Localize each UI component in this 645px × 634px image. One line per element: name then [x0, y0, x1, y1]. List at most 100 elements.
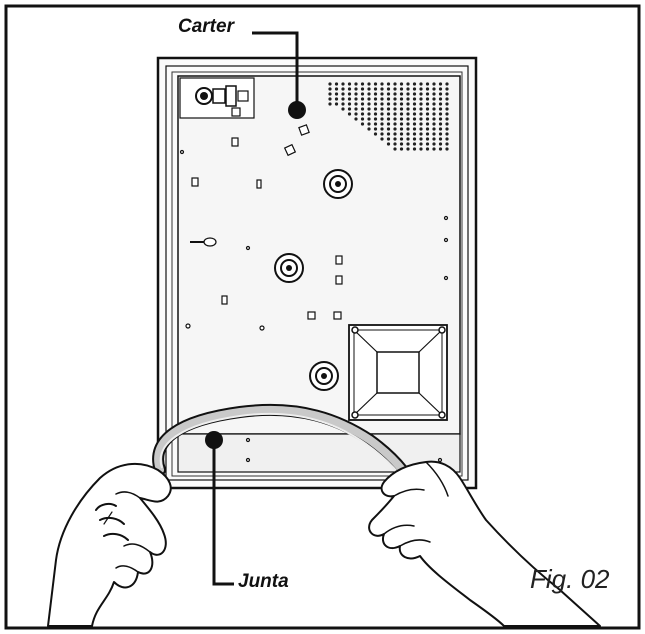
vent-hole — [393, 127, 397, 131]
vent-hole — [341, 92, 345, 96]
vent-hole — [445, 87, 449, 91]
vent-hole — [341, 87, 345, 91]
vent-hole — [406, 122, 410, 126]
vent-hole — [354, 92, 358, 96]
vent-hole — [438, 127, 443, 131]
vent-hole — [406, 107, 410, 111]
vent-hole — [373, 102, 378, 106]
vent-hole — [419, 82, 423, 86]
panel-details — [179, 124, 449, 463]
vent-hole — [386, 117, 391, 121]
vent-hole — [393, 132, 397, 136]
screw-knob-2 — [274, 253, 304, 283]
vent-hole — [373, 87, 378, 91]
vent-hole — [393, 107, 397, 111]
carter-label: Carter — [178, 16, 234, 37]
vent-hole — [386, 112, 391, 116]
vent-hole — [425, 137, 430, 141]
vent-hole — [386, 87, 391, 91]
vent-hole — [438, 87, 443, 91]
vent-hole — [393, 147, 397, 151]
vent-hole — [419, 132, 423, 136]
junta-callout — [205, 431, 234, 586]
vent-hole — [406, 127, 410, 131]
vent-hole — [419, 137, 423, 141]
vent-hole — [399, 122, 404, 126]
figure-number: Fig. 02 — [530, 564, 610, 594]
vent-hole — [328, 87, 332, 91]
vent-hole — [419, 92, 423, 96]
vent-hole — [347, 87, 352, 91]
vent-hole — [406, 102, 410, 106]
vent-hole — [445, 142, 449, 146]
vent-hole — [380, 112, 384, 116]
vent-hole — [399, 127, 404, 131]
vent-hole — [399, 137, 404, 141]
vent-hole — [367, 87, 371, 91]
vent-hole — [419, 142, 423, 146]
vent-hole — [367, 97, 371, 101]
vent-hole — [406, 147, 410, 151]
vent-hole — [412, 147, 417, 151]
vent-hole — [445, 137, 449, 141]
gasket — [152, 403, 428, 516]
vent-hole — [386, 142, 391, 146]
vent-hole — [373, 117, 378, 121]
vent-hole — [419, 112, 423, 116]
vent-hole — [347, 112, 352, 116]
vent-hole — [393, 142, 397, 146]
vent-hole — [380, 82, 384, 86]
vent-hole — [445, 112, 449, 116]
vent-hole — [354, 102, 358, 106]
connector-block — [179, 77, 255, 119]
vent-hole — [438, 117, 443, 121]
vent-hole — [412, 102, 417, 106]
vent-hole — [399, 102, 404, 106]
vent-hole — [373, 132, 378, 136]
vent-hole — [406, 92, 410, 96]
vent-hole — [399, 147, 404, 151]
vent-hole — [373, 97, 378, 101]
vent-hole — [380, 117, 384, 121]
vent-hole — [425, 102, 430, 106]
vent-hole — [393, 112, 397, 116]
vent-hole — [393, 137, 397, 141]
vent-hole — [367, 127, 371, 131]
vent-hole — [438, 122, 443, 126]
vent-hole — [419, 87, 423, 91]
vent-hole — [399, 82, 404, 86]
vent-hole — [445, 127, 449, 131]
vent-hole — [419, 122, 423, 126]
vent-hole — [380, 127, 384, 131]
vent-hole — [367, 102, 371, 106]
vent-hole — [367, 82, 371, 86]
vent-hole — [412, 82, 417, 86]
vent-hole — [373, 122, 378, 126]
vent-hole — [380, 92, 384, 96]
vent-hole — [432, 142, 436, 146]
vent-hole — [438, 112, 443, 116]
vent-hole — [425, 132, 430, 136]
vent-hole — [425, 127, 430, 131]
vent-hole — [425, 112, 430, 116]
vent-hole — [445, 122, 449, 126]
vent-hole — [393, 117, 397, 121]
vent-hole — [425, 97, 430, 101]
vent-hole — [367, 112, 371, 116]
vent-hole — [373, 107, 378, 111]
vent-hole — [386, 122, 391, 126]
vent-hole — [380, 97, 384, 101]
vent-hole — [432, 137, 436, 141]
vent-hole — [406, 137, 410, 141]
vent-hole — [334, 87, 339, 91]
vent-hole — [425, 117, 430, 121]
vent-hole — [360, 97, 365, 101]
vent-hole — [432, 112, 436, 116]
left-hand-illustration — [47, 462, 172, 627]
vent-hole — [373, 127, 378, 131]
vent-hole — [367, 107, 371, 111]
vent-hole — [399, 107, 404, 111]
vent-hole — [425, 87, 430, 91]
vent-hole — [445, 117, 449, 121]
vent-hole — [406, 82, 410, 86]
